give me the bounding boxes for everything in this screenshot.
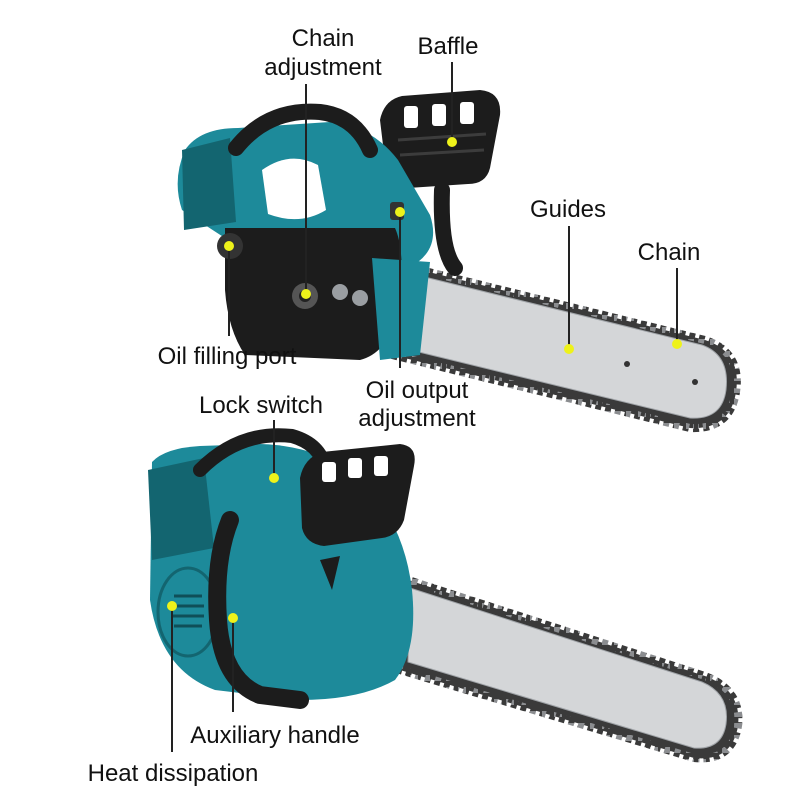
label-guides: Guides <box>530 196 606 223</box>
callout-markers <box>167 137 682 623</box>
marker-chain-adjustment <box>301 289 311 299</box>
label-lock-switch: Lock switch <box>199 392 323 419</box>
top-body <box>177 103 434 360</box>
label-oil-filling-port: Oil filling port <box>158 343 297 370</box>
leader-lines <box>171 62 678 752</box>
label-heat-dissipation: Heat dissipation <box>88 760 259 787</box>
label-auxiliary-handle: Auxiliary handle <box>190 722 359 749</box>
label-baffle: Baffle <box>418 33 479 60</box>
label-chain-adjustment-line2: adjustment <box>264 54 382 81</box>
top-baffle <box>380 90 501 276</box>
marker-lock-switch <box>269 473 279 483</box>
marker-chain <box>672 339 682 349</box>
bottom-guide-bar <box>398 574 743 763</box>
top-guide-bar <box>379 258 741 433</box>
marker-guides <box>564 344 574 354</box>
marker-heat-dissipation <box>167 601 177 611</box>
top-chainsaw <box>177 90 741 433</box>
marker-oil-filling-port <box>224 241 234 251</box>
marker-oil-output-adjustment <box>395 207 405 217</box>
label-chain-adjustment-line1: Chain <box>292 25 355 52</box>
callout-labels: Chain adjustment Baffle Guides Chain Oil… <box>88 25 701 787</box>
label-chain: Chain <box>638 239 701 266</box>
bottom-body <box>148 428 415 709</box>
label-oil-output-adjustment-line1: Oil output <box>366 377 469 404</box>
label-oil-output-adjustment-line2: adjustment <box>358 405 476 432</box>
marker-auxiliary-handle <box>228 613 238 623</box>
bottom-chainsaw <box>148 428 743 763</box>
marker-baffle <box>447 137 457 147</box>
